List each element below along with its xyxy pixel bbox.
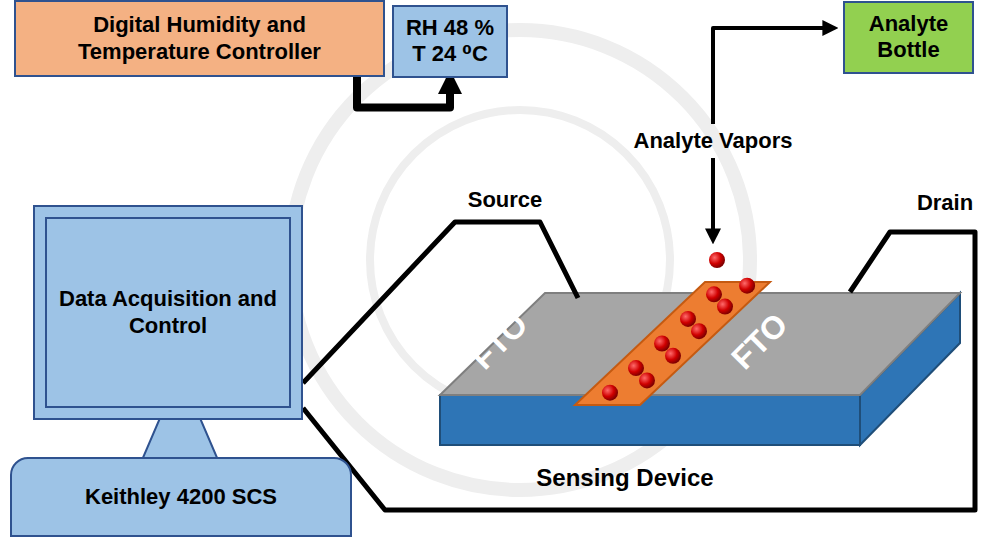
- box-label: Keithley 4200 SCS: [85, 484, 277, 510]
- electrode-label: FTO: [725, 307, 795, 377]
- analyte-bottle-box: Analyte Bottle: [843, 1, 974, 74]
- box-label: Digital Humidity and Temperature Control…: [26, 12, 373, 65]
- analyte-molecule: [717, 299, 733, 315]
- analyte-molecule: [665, 348, 681, 364]
- monitor-stand: [142, 418, 218, 460]
- terminal-label: Source: [468, 188, 543, 212]
- analyte-molecule: [628, 360, 644, 376]
- analyte-molecule: [739, 278, 755, 294]
- analyte-molecule: [654, 336, 670, 352]
- electrode-label: FTO: [465, 307, 535, 377]
- controller-box: Digital Humidity and Temperature Control…: [14, 0, 385, 77]
- connector-arrow: [357, 77, 450, 108]
- box-label: Analyte Bottle: [853, 11, 964, 64]
- analyte-molecule: [691, 323, 707, 339]
- terminal-label: Drain: [917, 191, 973, 215]
- analyte-molecule: [680, 311, 696, 327]
- analyte-molecule: [602, 385, 618, 401]
- analyte-molecule: [639, 372, 655, 388]
- readout-box: RH 48 % T 24 ⁰C: [392, 5, 508, 78]
- wire: [303, 222, 975, 510]
- monitor-screen: Data Acquisition and Control: [33, 205, 303, 420]
- flow-label: Analyte Vapors: [634, 129, 793, 153]
- analyte-molecule: [706, 286, 722, 302]
- device-caption: Sensing Device: [536, 465, 713, 491]
- instrument-base: Keithley 4200 SCS: [10, 457, 352, 537]
- analyte-molecule: [709, 252, 725, 268]
- box-label: RH 48 % T 24 ⁰C: [402, 15, 498, 68]
- sensing-device: [440, 278, 960, 445]
- box-label: Data Acquisition and Control: [57, 286, 279, 339]
